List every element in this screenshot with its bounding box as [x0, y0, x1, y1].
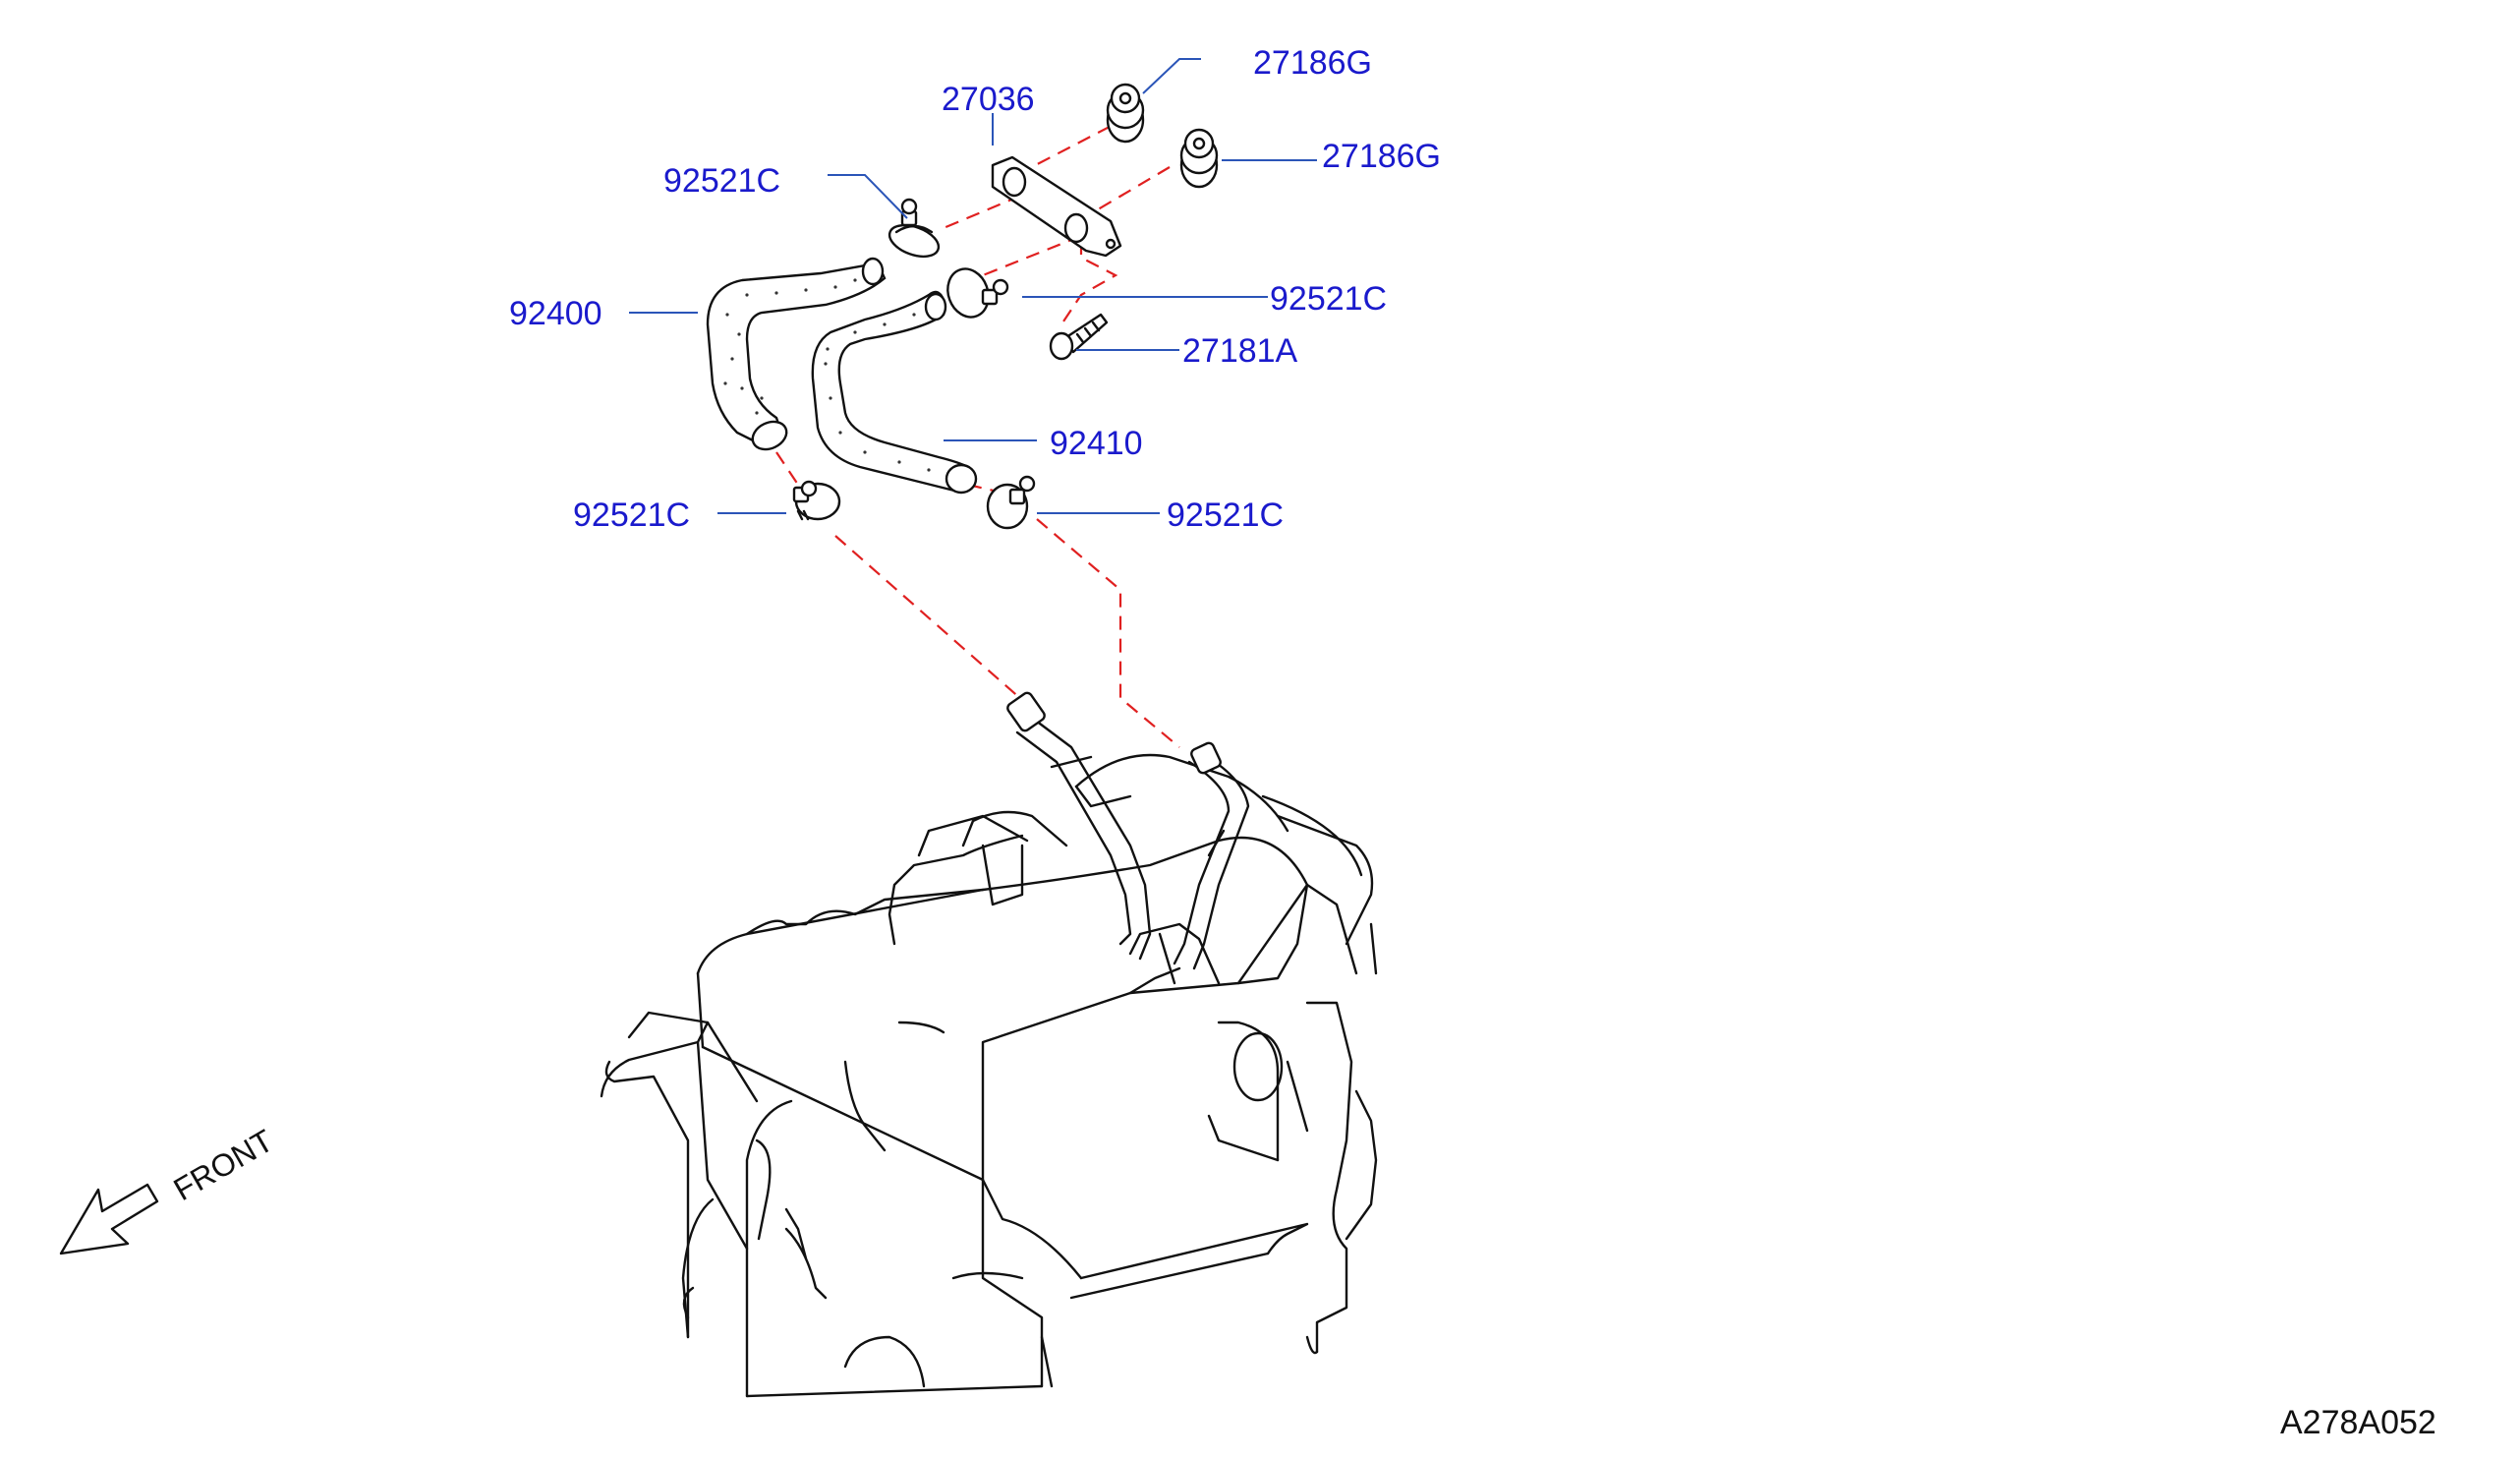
callout-92410: 92410: [1050, 425, 1143, 462]
hose-92400: [706, 257, 887, 451]
diagram-code: A278A052: [2280, 1404, 2436, 1441]
callout-92521C-top: 92521C: [663, 162, 780, 200]
callout-27186G-lower: 27186G: [1322, 138, 1441, 175]
grommet-27186G-lower: [1179, 128, 1219, 189]
callout-92521C-left: 92521C: [573, 496, 690, 534]
engine-pipes: [1006, 691, 1250, 970]
clamp-92521C-left: [792, 480, 841, 521]
bracket-plate-27036: [991, 155, 1122, 258]
front-label: FRONT: [168, 1123, 279, 1207]
callout-27036: 27036: [942, 81, 1035, 118]
clamp-92521C-mid: [946, 267, 1009, 319]
callout-27186G-upper: 27186G: [1253, 44, 1372, 82]
grommet-27186G-upper: [1106, 83, 1145, 144]
callout-92521C-mid: 92521C: [1270, 280, 1387, 318]
callout-27181A: 27181A: [1182, 332, 1298, 370]
screw-27181A: [1049, 313, 1109, 361]
clamp-92521C-top: [888, 198, 941, 259]
callout-92400: 92400: [509, 295, 602, 332]
engine-outline: [600, 753, 1378, 1398]
front-arrow-icon: [59, 1183, 159, 1255]
clamp-92521C-right: [986, 475, 1036, 530]
callout-92521C-right: 92521C: [1167, 496, 1284, 534]
hose-92410: [811, 290, 978, 495]
leader-lines: [629, 58, 1317, 514]
